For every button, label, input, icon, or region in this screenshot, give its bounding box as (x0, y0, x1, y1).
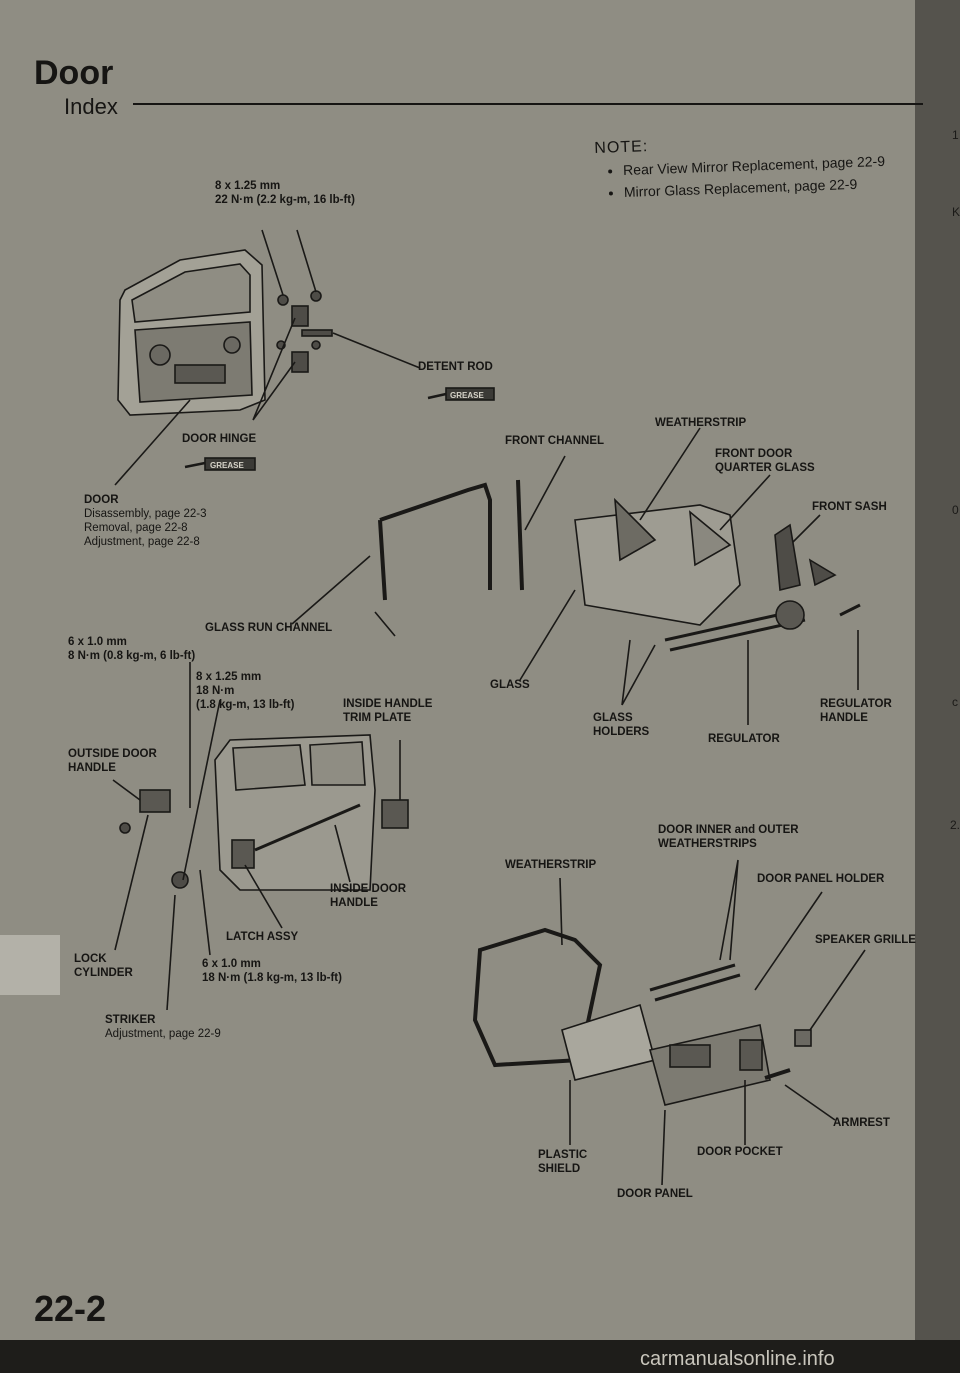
weatherstrip-label: WEATHERSTRIP (655, 417, 747, 429)
weatherstrip-label: WEATHERSTRIP (505, 859, 597, 871)
door-panel-label: DOOR PANEL (617, 1188, 693, 1200)
page-subtitle: Index (64, 94, 118, 119)
leader-weatherstrip-top (639, 427, 701, 521)
striker-label: STRIKER Adjustment, page 22-9 (105, 1014, 221, 1040)
adjacent-page-char: 2. (950, 818, 960, 832)
leader-armrest (784, 1084, 836, 1121)
leader-inner-outer-ws (719, 859, 739, 961)
grease-tube-icon (184, 457, 256, 471)
leader-door-panel-holder (754, 891, 823, 991)
leader-bolt-8-2 (182, 699, 221, 881)
outside-door-handle-drawing (139, 789, 171, 813)
door-panel-holder-label: DOOR PANEL HOLDER (757, 873, 885, 885)
weatherstrip-loop-drawing (472, 927, 603, 1068)
latch-rod-drawing (254, 803, 361, 852)
latch-assy-label: LATCH ASSY (226, 931, 299, 943)
speaker-grille-label: SPEAKER GRILLE (815, 934, 916, 946)
adjacent-page-char: c (952, 695, 958, 709)
grease-label: GREASE (210, 461, 244, 470)
leader-striker (166, 894, 176, 1011)
grease-tube-icon (427, 387, 495, 401)
section-tab (0, 935, 60, 995)
adjacent-page-char: 0 (952, 503, 959, 517)
leader-outside-handle (112, 779, 141, 801)
page-title: Door (34, 54, 114, 92)
regulator-drawing (664, 600, 861, 652)
armrest-label: ARMREST (833, 1117, 890, 1129)
leader-glass (519, 589, 576, 681)
adjacent-page-char: 1 (952, 128, 959, 142)
front-channel-label: FRONT CHANNEL (505, 435, 605, 447)
leader-glass-run-channel (291, 555, 396, 637)
leader-detent-rod (332, 332, 421, 369)
leader-front-sash (789, 514, 821, 546)
book-spine (915, 0, 960, 1373)
bottom-shadow (0, 1340, 960, 1373)
grease-label: GREASE (450, 391, 484, 400)
leader-door-panel (661, 1109, 666, 1186)
front-sash-label: FRONT SASH (812, 501, 887, 513)
speaker-grille-drawing (794, 1029, 812, 1047)
inner-outer-weatherstrips-drawing (649, 963, 741, 1002)
door-frame-drawing (214, 734, 376, 891)
door-hinge-label: DOOR HINGE (182, 433, 257, 445)
leader-latch-assy (244, 864, 283, 929)
glass-run-channel-drawing (378, 482, 492, 601)
door-glass-drawing (574, 504, 741, 626)
door-label: DOOR Disassembly, page 22-3 Removal, pag… (84, 494, 207, 548)
adjacent-page-char: K (952, 205, 960, 219)
title-rule (133, 103, 923, 105)
front-sash-drawing (774, 523, 837, 592)
leader-weatherstrip-bottom (559, 877, 563, 946)
watermark-footer: carmanualsonline.info (640, 1348, 835, 1370)
lock-cylinder-drawing (171, 871, 189, 889)
door-shell-drawing (117, 249, 266, 416)
front-channel-drawing (516, 479, 524, 591)
leader-bolt-top (261, 229, 317, 296)
leader-glass-holders (621, 639, 656, 706)
quarter-glass-drawing (614, 497, 732, 567)
plastic-shield-drawing (561, 1003, 656, 1081)
leader-speaker-grille (809, 949, 866, 1031)
leader-bolt-6-2 (199, 869, 211, 956)
leader-door-hinge (252, 317, 296, 421)
glass-label: GLASS (490, 679, 530, 691)
leader-quarter-glass (719, 474, 771, 531)
armrest-drawing (764, 1068, 791, 1080)
door-pocket-label: DOOR POCKET (697, 1146, 783, 1158)
hinge-parts-drawing (276, 290, 333, 373)
page-number: 22-2 (34, 1288, 107, 1329)
latch-assy-drawing (231, 839, 255, 869)
leader-door (114, 399, 191, 486)
detent-rod-label: DETENT ROD (418, 361, 493, 373)
leader-inside-handle (334, 824, 351, 883)
leader-front-channel (524, 455, 566, 531)
glass-run-channel-label: GLASS RUN CHANNEL (205, 622, 333, 634)
inside-handle-trim-drawing (381, 799, 409, 829)
leader-lock-cylinder (114, 814, 149, 951)
regulator-label: REGULATOR (708, 733, 780, 745)
